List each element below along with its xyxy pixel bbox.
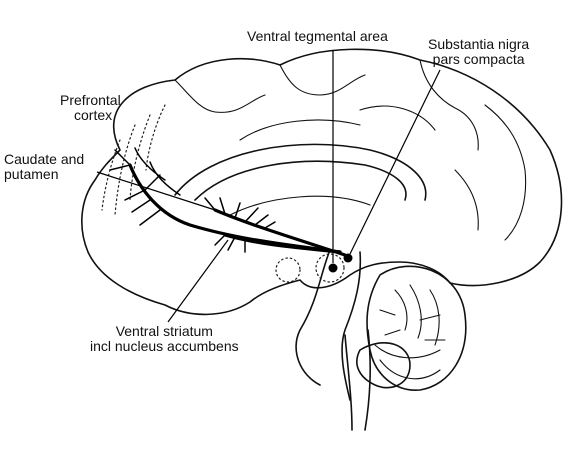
prefrontal-stipple bbox=[101, 139, 121, 211]
corpus-callosum-inner bbox=[194, 160, 407, 201]
prefrontal-stipple bbox=[145, 104, 166, 171]
vta-outline bbox=[315, 253, 345, 283]
cortical-branch bbox=[109, 149, 161, 226]
cerebellum bbox=[366, 265, 467, 391]
snc-label-line1: Substantia nigra bbox=[428, 36, 530, 52]
gyrus-line bbox=[239, 119, 361, 141]
ventral-striatum-label-line1: Ventral striatum bbox=[115, 323, 213, 339]
prefrontal-label-line1: Prefrontal bbox=[60, 92, 121, 108]
nigrostriatal-tract bbox=[213, 208, 347, 257]
snc-nucleus bbox=[343, 253, 353, 263]
midbrain bbox=[295, 249, 331, 386]
pons bbox=[356, 341, 411, 389]
hypothalamus-outline bbox=[275, 257, 301, 283]
prefrontal-stipple bbox=[114, 124, 136, 216]
caudate-label-line1: Caudate and bbox=[4, 151, 85, 167]
accumbens-branch bbox=[214, 234, 246, 253]
gyrus-line bbox=[484, 104, 527, 241]
cerebellum-folia bbox=[374, 344, 441, 380]
gyrus-line bbox=[279, 64, 366, 96]
caudate-label-line2: putamen bbox=[4, 166, 59, 182]
prefrontal-label-line2: cortex bbox=[74, 107, 113, 123]
striatal-branch bbox=[204, 197, 276, 229]
gyrus-line bbox=[419, 59, 479, 151]
brainstem bbox=[344, 334, 353, 431]
gyrus-line bbox=[359, 105, 436, 131]
gyrus-line bbox=[454, 169, 479, 231]
snc-leader bbox=[349, 69, 441, 255]
cortical-branch bbox=[134, 147, 181, 196]
vta-label-text: Ventral tegmental area bbox=[247, 28, 388, 44]
corpus-callosum bbox=[174, 143, 427, 201]
snc-label-line2: pars compacta bbox=[432, 51, 525, 67]
ventral-striatum-label-line2: incl nucleus accumbens bbox=[90, 338, 239, 354]
midbrain bbox=[341, 251, 362, 401]
caudate-leader bbox=[96, 171, 216, 211]
vta-label: Ventral tegmental area bbox=[247, 29, 388, 44]
cerebellum-folia bbox=[379, 284, 446, 346]
snc-label: Substantia nigra pars compacta bbox=[428, 37, 529, 67]
prefrontal-label: Prefrontal cortex bbox=[60, 93, 121, 123]
ventral-striatum-leader bbox=[167, 239, 229, 323]
fornix-arc bbox=[229, 195, 371, 216]
caudate-label: Caudate and putamen bbox=[4, 152, 84, 182]
vta-nucleus bbox=[328, 263, 338, 273]
gyrus-line bbox=[174, 79, 266, 113]
ventral-striatum-label: Ventral striatum incl nucleus accumbens bbox=[90, 324, 239, 354]
